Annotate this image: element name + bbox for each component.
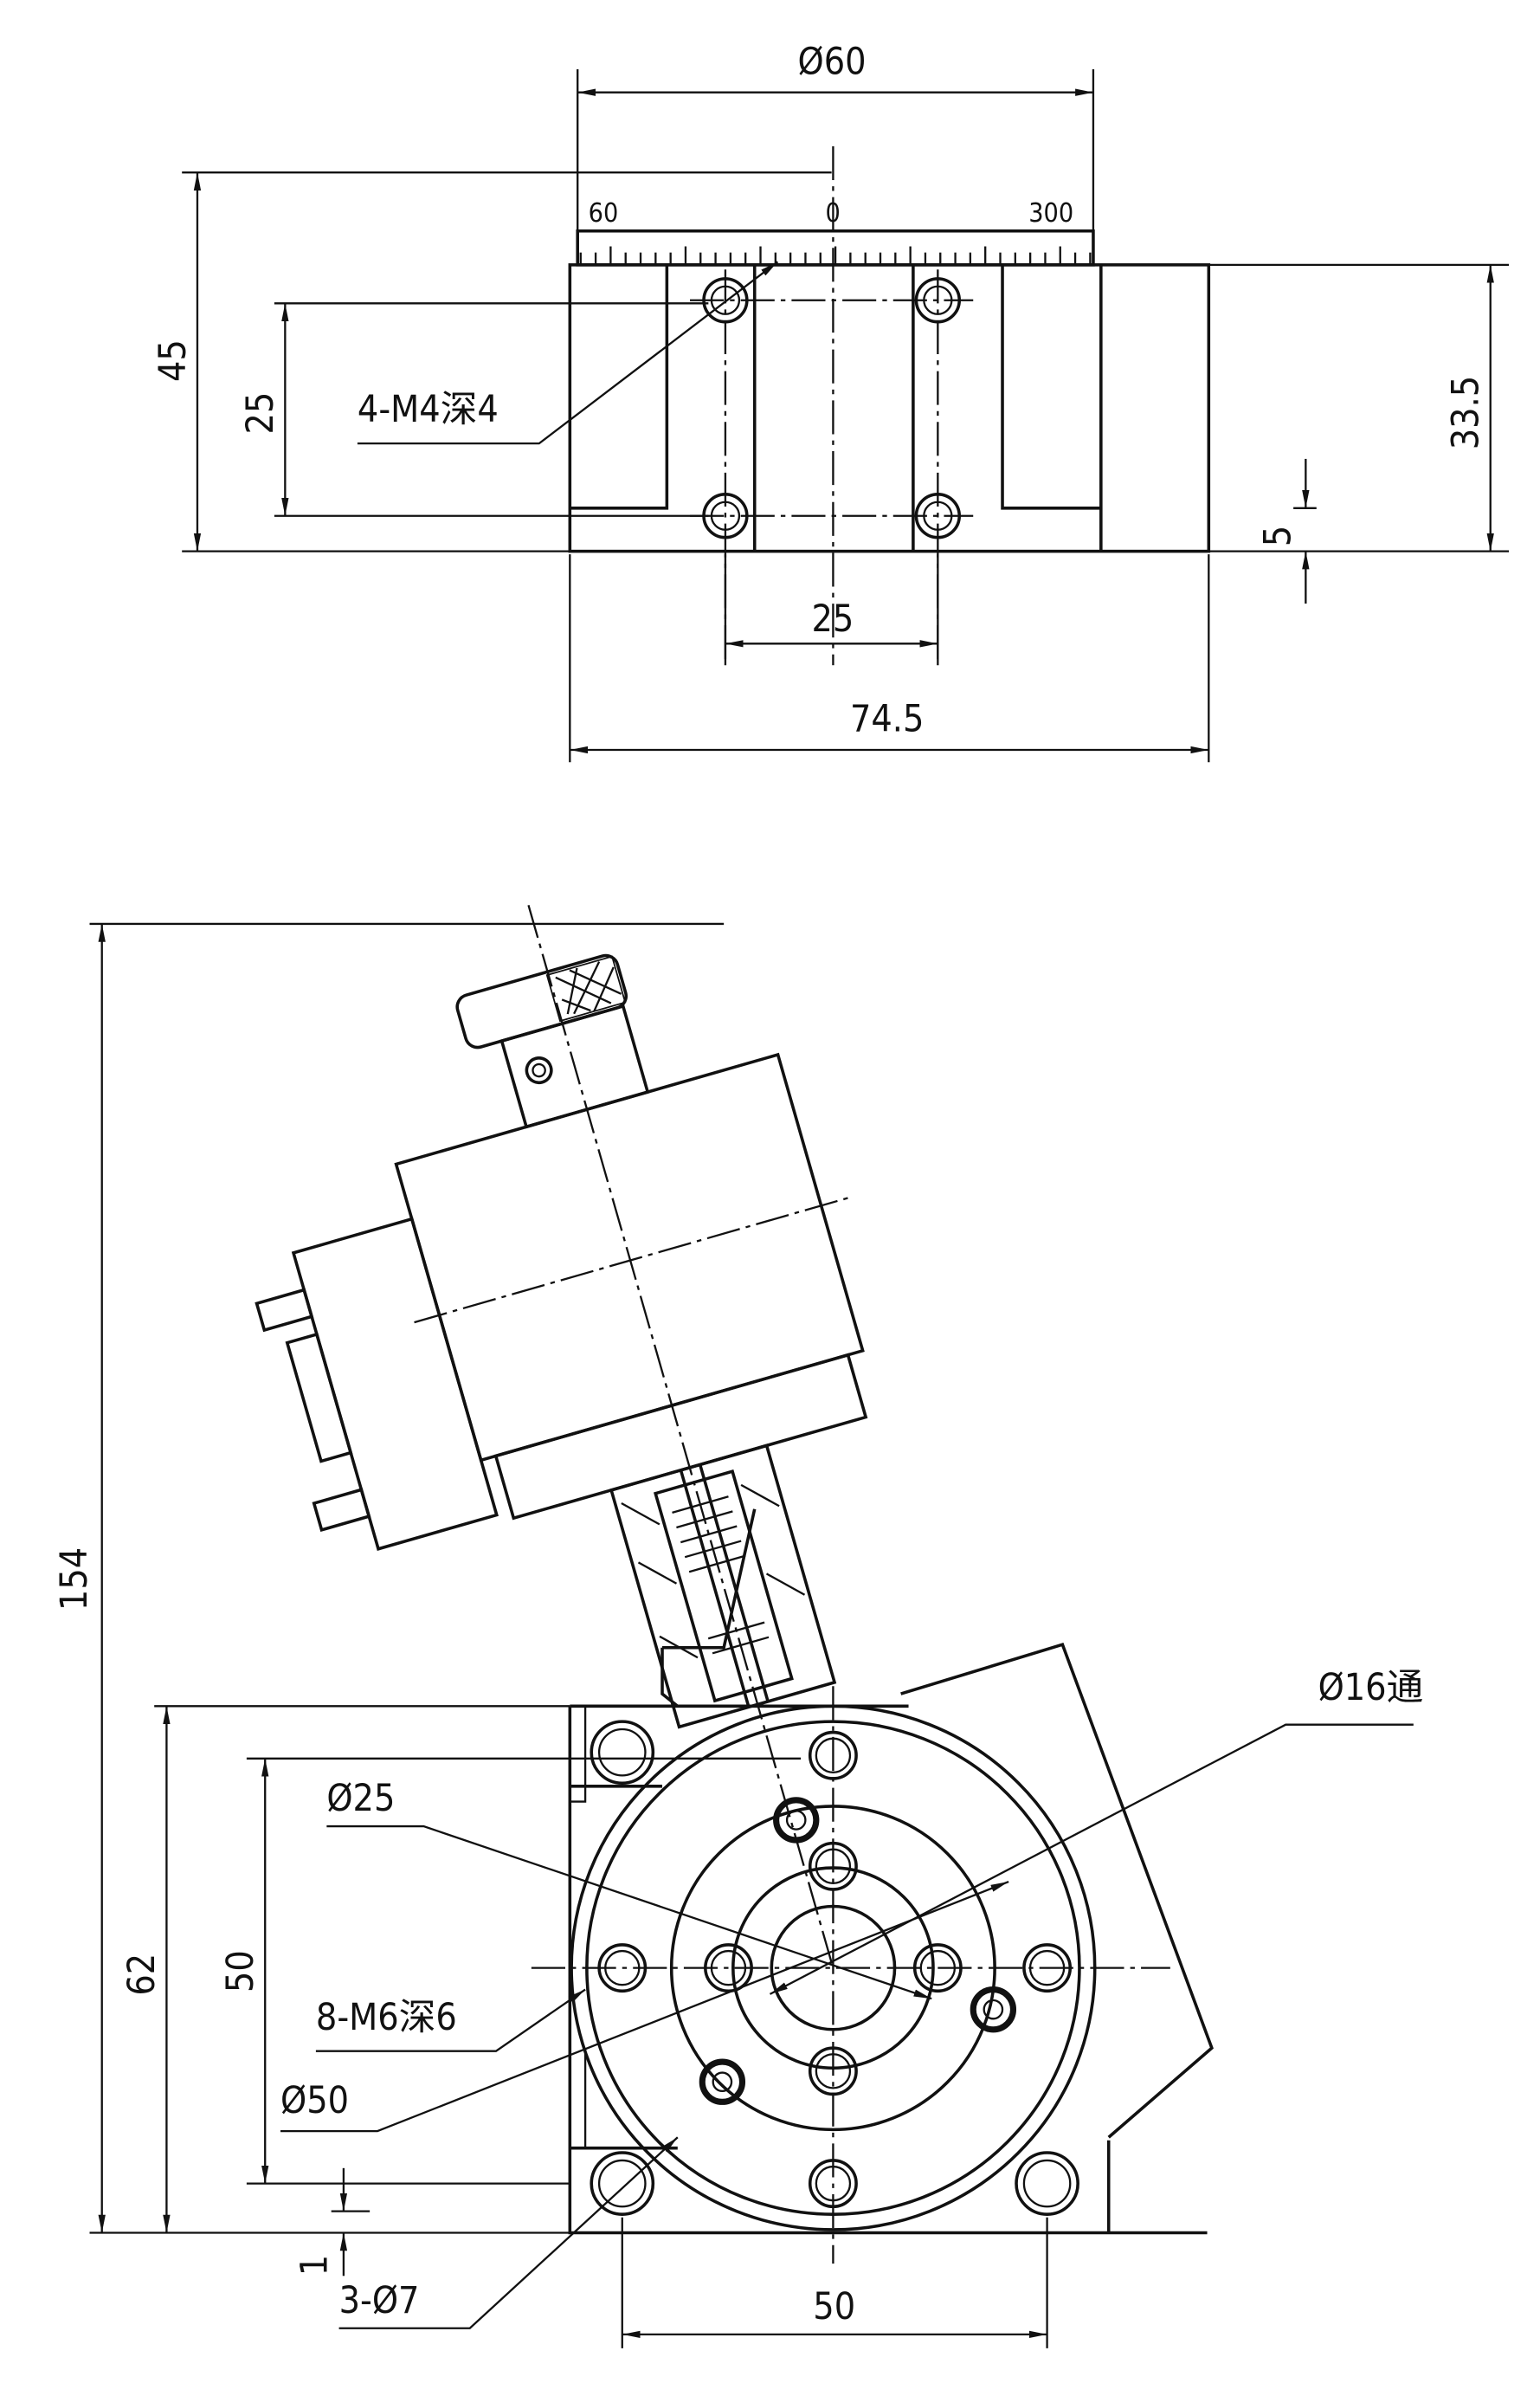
- coupling-housing: [609, 1443, 837, 1729]
- top-view: Ø60 60 0 300 45 25 4-M4深4 33.5 5 25 74.5: [151, 40, 1510, 763]
- dim-height-45: 45: [151, 339, 195, 382]
- scale-label-300: 300: [1028, 198, 1073, 229]
- scale-ticks: [579, 246, 1092, 265]
- note-mount-holes: 3-Ø7: [339, 2279, 420, 2322]
- dim-dia-50: Ø50: [280, 2079, 349, 2122]
- note-bore-16: Ø16通: [1318, 1666, 1424, 1709]
- dim-height-62: 62: [120, 1954, 164, 1996]
- note-thread-m4: 4-M4深4: [358, 388, 499, 431]
- stage-body: [568, 263, 1211, 553]
- table-holes: [590, 1720, 1079, 2216]
- note-thread-m6: 8-M6深6: [316, 1996, 457, 2039]
- dim-dia-25: Ø25: [326, 1777, 395, 1820]
- scale-label-0: 0: [826, 198, 841, 229]
- dim-width-74-5: 74.5: [850, 698, 924, 741]
- dim-height-33-5: 33.5: [1445, 376, 1488, 449]
- base-plate: [568, 1704, 1208, 2235]
- dim-pitch-25-vertical: 25: [239, 392, 282, 435]
- dim-dia-60: Ø60: [798, 40, 867, 83]
- dim-pitch-50-horizontal: 50: [813, 2285, 855, 2328]
- dim-1: 1: [293, 2255, 336, 2276]
- motor-assembly: [255, 904, 868, 1968]
- dim-pitch-50-vertical: 50: [219, 1950, 262, 1992]
- dim-height-154: 154: [53, 1547, 96, 1611]
- knob: [455, 953, 628, 1049]
- scale-label-60: 60: [589, 198, 619, 229]
- mounting-holes: [690, 269, 974, 666]
- bottom-view: 154 62 50 1 50 Ø16通 Ø25 8-M6深6 Ø50 3-Ø7: [53, 904, 1424, 2348]
- dim-pitch-25-horizontal: 25: [812, 597, 854, 641]
- dim-5: 5: [1257, 526, 1300, 546]
